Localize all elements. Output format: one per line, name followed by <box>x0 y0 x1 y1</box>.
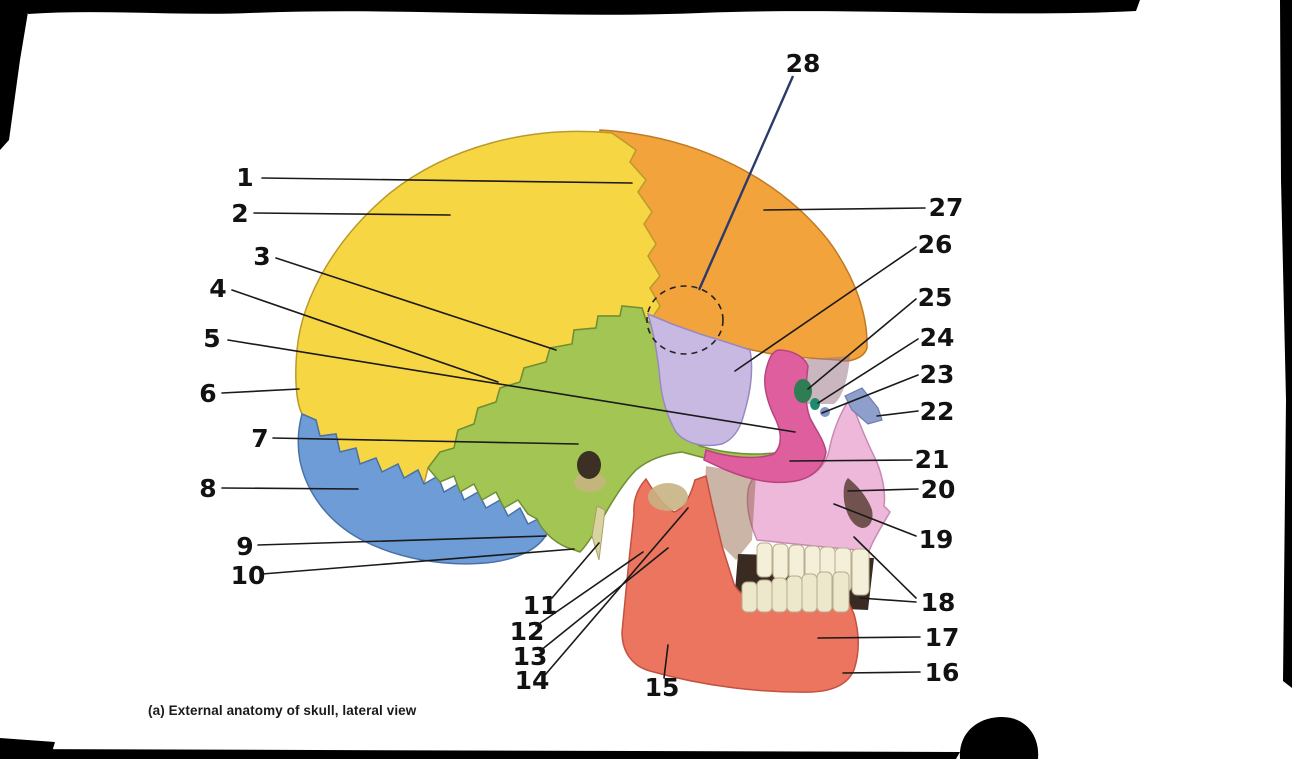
leader-line-18a <box>853 536 917 599</box>
border-top-left <box>0 0 30 150</box>
leader-line-14 <box>544 507 689 676</box>
label-24: 24 <box>920 323 955 352</box>
leader-line-15 <box>663 644 669 679</box>
lower-teeth <box>741 571 850 613</box>
tooth <box>851 548 870 596</box>
number-labels: 1 2 3 4 5 6 7 8 9 10 11 12 13 14 15 16 1… <box>199 49 963 702</box>
leader-line-24 <box>817 338 919 404</box>
label-27: 27 <box>929 193 964 222</box>
leader-line-26 <box>734 246 917 372</box>
label-22: 22 <box>920 397 955 426</box>
skull <box>295 129 891 693</box>
leader-line-12 <box>535 551 644 627</box>
leader-line-11 <box>551 542 600 599</box>
leader-line-4 <box>231 289 499 383</box>
figure-caption: (a) External anatomy of skull, lateral v… <box>148 703 417 718</box>
tooth <box>816 571 833 613</box>
condyle-area <box>648 483 688 511</box>
border-top <box>25 0 1140 15</box>
label-12: 12 <box>510 617 545 646</box>
leader-line-22 <box>876 410 919 417</box>
label-5: 5 <box>203 324 220 353</box>
label-25: 25 <box>918 283 953 312</box>
tooth <box>741 581 758 613</box>
leader-line-8 <box>221 487 359 490</box>
ear-rim <box>574 472 606 492</box>
occipital-bone-region <box>297 412 548 565</box>
leader-line-17 <box>817 636 921 639</box>
leader-line-2 <box>253 212 451 216</box>
label-3: 3 <box>253 242 270 271</box>
label-7: 7 <box>251 424 268 453</box>
label-19: 19 <box>919 525 954 554</box>
leader-line-9 <box>257 535 547 546</box>
tooth <box>786 575 803 613</box>
leader-line-7 <box>272 437 579 445</box>
border-bottom <box>0 749 960 759</box>
leader-line-16 <box>842 671 921 674</box>
leader-line-6 <box>221 388 300 394</box>
leader-line-13 <box>539 547 669 652</box>
leader-line-19 <box>833 503 917 537</box>
label-13: 13 <box>513 642 548 671</box>
lacrimal-bone-region <box>794 379 812 403</box>
label-14: 14 <box>515 666 550 695</box>
label-18: 18 <box>921 588 956 617</box>
border-right <box>1280 0 1292 688</box>
pterion-dashed-circle <box>646 285 724 355</box>
leader-line-1 <box>261 177 633 184</box>
ethmoid-bone-region <box>810 398 820 410</box>
tooth <box>801 573 818 613</box>
label-9: 9 <box>236 532 253 561</box>
label-16: 16 <box>925 658 960 687</box>
tooth <box>771 577 788 613</box>
border-bottom-blob <box>959 716 1039 759</box>
label-2: 2 <box>231 199 248 228</box>
ear-canal <box>577 451 601 479</box>
label-23: 23 <box>920 360 955 389</box>
label-11: 11 <box>523 591 558 620</box>
label-6: 6 <box>199 379 216 408</box>
leader-line-3 <box>275 257 557 351</box>
mandible-bone-region <box>621 475 859 693</box>
label-21: 21 <box>915 445 950 474</box>
leader-line-23 <box>821 374 919 414</box>
nasal-bone-region <box>844 387 883 425</box>
label-15: 15 <box>645 673 680 702</box>
leader-line-27 <box>763 207 926 211</box>
label-26: 26 <box>918 230 953 259</box>
label-8: 8 <box>199 474 216 503</box>
leader-line-5 <box>227 339 796 433</box>
leader-line-20 <box>847 488 919 492</box>
leader-line-25 <box>807 298 917 390</box>
tooth <box>756 579 773 613</box>
leader-line-28 <box>697 75 795 291</box>
tooth <box>832 571 850 613</box>
label-20: 20 <box>921 475 956 504</box>
tooth <box>756 542 773 578</box>
border-bottom-left <box>0 738 55 759</box>
leader-line-21 <box>789 459 913 462</box>
leader-lines <box>221 177 926 679</box>
label-28: 28 <box>786 49 821 78</box>
leader-line-18b <box>859 597 917 603</box>
label-17: 17 <box>925 623 960 652</box>
leader-line-10 <box>261 548 575 575</box>
tooth <box>772 543 789 580</box>
label-10: 10 <box>231 561 266 590</box>
label-4: 4 <box>209 274 226 303</box>
label-1: 1 <box>236 163 253 192</box>
